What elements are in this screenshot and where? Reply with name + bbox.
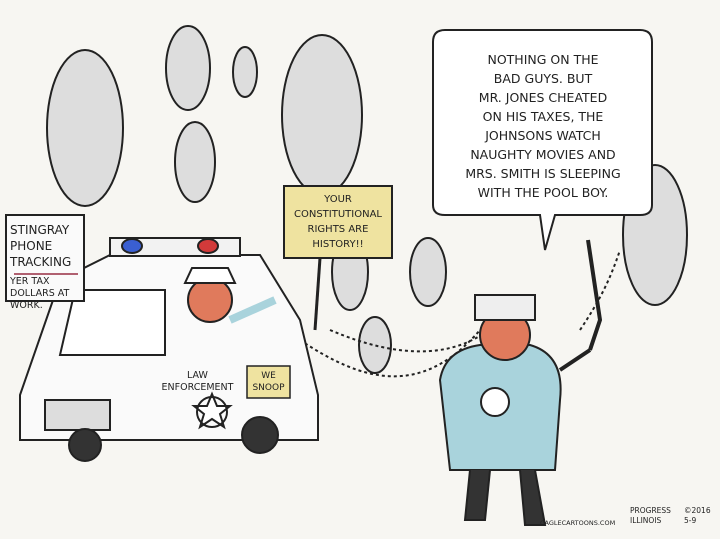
wheel <box>241 416 279 454</box>
bubble-line: MR. JONES CHEATED <box>478 90 608 105</box>
we-snoop-sign: WE SNOOP <box>248 370 289 394</box>
grille <box>44 399 111 431</box>
cop-legs <box>463 469 547 526</box>
satellite-dish <box>409 237 447 307</box>
snoop-line: SNOOP <box>252 383 285 393</box>
sign-title-line: STINGRAY <box>10 223 70 237</box>
satellite-dish <box>174 121 216 203</box>
speech-bubble: NOTHING ON THE BAD GUYS. BUT MR. JONES C… <box>440 50 646 202</box>
sign-line: CONSTITUTIONAL <box>294 209 382 220</box>
constitutional-sign-board <box>283 185 393 259</box>
sign-title-line: PHONE <box>10 239 53 253</box>
siren-blue <box>121 238 143 254</box>
stingray-sign: STINGRAY PHONE TRACKING YER TAX DOLLARS … <box>10 222 84 312</box>
driver-cap <box>183 267 237 284</box>
signature-date: ©2016 <box>684 506 711 515</box>
bubble-line: WITH THE POOL BOY. <box>477 185 609 200</box>
satellite-dish <box>165 25 211 111</box>
speech-bubble-shape <box>432 29 653 251</box>
satellite-dish <box>232 46 258 98</box>
bubble-line: BAD GUYS. BUT <box>493 71 593 86</box>
bubble-line: JOHNSONS WATCH <box>485 128 601 143</box>
satellite-dish <box>358 316 392 374</box>
satellite-dish <box>281 34 363 196</box>
sign-line: YOUR <box>324 194 352 205</box>
we-snoop-sign-board <box>246 365 291 399</box>
windshield <box>58 289 166 356</box>
bubble-line: ON HIS TAXES, THE <box>482 109 604 124</box>
sign-sub-line: WORK. <box>10 300 43 311</box>
cables <box>299 249 621 378</box>
sign-line: HISTORY!! <box>312 239 364 250</box>
sign-title-line: TRACKING <box>10 255 72 269</box>
door-line: LAW <box>187 370 208 381</box>
satellite-dish <box>46 49 124 207</box>
van-door-text: LAW ENFORCEMENT <box>155 370 240 394</box>
driver-head <box>187 277 233 323</box>
wheel <box>68 428 102 462</box>
signature-publication: ILLINOIS <box>630 516 662 525</box>
driver-arm <box>228 296 277 324</box>
snoop-line: WE <box>261 371 276 381</box>
siren-red <box>197 238 219 254</box>
antenna-handle <box>558 239 603 372</box>
constitutional-sign: YOUR CONSTITUTIONAL RIGHTS ARE HISTORY!! <box>286 192 390 252</box>
cop-badge <box>480 387 510 417</box>
headphones <box>474 294 536 321</box>
stingray-sign-board <box>5 214 85 302</box>
door-line: ENFORCEMENT <box>161 382 234 393</box>
sign-sub-line: YER TAX <box>10 276 50 287</box>
sign-line: RIGHTS ARE <box>307 224 369 235</box>
bubble-line: MRS. SMITH IS SLEEPING <box>465 166 621 181</box>
signature-date: 5-9 <box>684 516 697 525</box>
signature: CAGLECARTOONS.COM PROGRESS ILLINOIS ©201… <box>540 506 718 530</box>
sign-sub-line: DOLLARS AT <box>10 288 70 299</box>
signature-publication: PROGRESS <box>630 506 671 515</box>
bubble-line: NOTHING ON THE <box>487 52 599 67</box>
bubble-line: NAUGHTY MOVIES AND <box>470 147 616 162</box>
signature-site: CAGLECARTOONS.COM <box>540 519 616 527</box>
